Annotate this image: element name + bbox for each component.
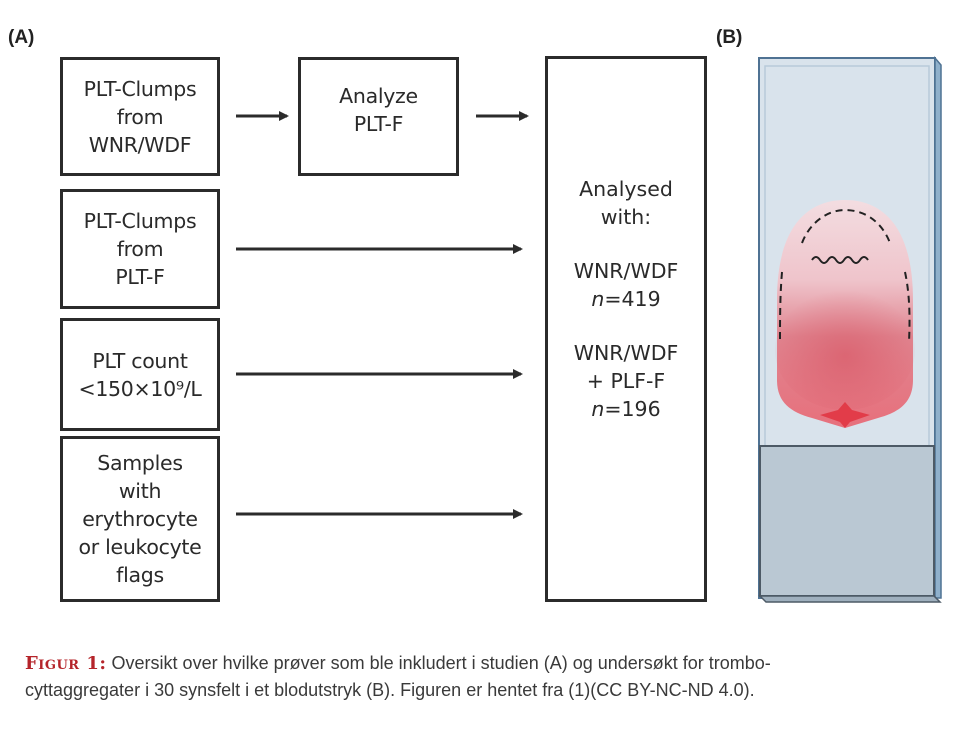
analysed-heading-line1: Analysed (579, 177, 673, 201)
left-edge-outline (779, 271, 783, 343)
input-box-plt-count: PLT count <150×10⁹/L (60, 318, 220, 431)
right-edge-outline (904, 271, 911, 343)
group1-n-value: =419 (604, 287, 661, 311)
input-box-plt-clumps-plt-f: PLT-Clumps from PLT-F (60, 189, 220, 309)
frosted-label-area (759, 445, 935, 597)
input-box-plt-clumps-wnr-wdf: PLT-Clumps from WNR/WDF (60, 57, 220, 176)
panel-b-label: (B) (716, 27, 743, 48)
blood-drop (820, 402, 870, 428)
input-box-text: Samples with erythrocyte or leukocyte fl… (78, 451, 202, 587)
figure-caption: Figur 1: Oversikt over hvilke prøver som… (25, 650, 945, 704)
input-box-text: PLT-Clumps from WNR/WDF (83, 76, 197, 157)
panel-a-label: (A) (8, 27, 35, 48)
group1-method: WNR/WDF (573, 259, 679, 283)
analysed-with-box: Analysed with: WNR/WDF n=419 WNR/WDF + P… (545, 56, 707, 602)
n-symbol: n (591, 397, 605, 421)
group1-count: n=419 (574, 285, 679, 313)
glass-slide-edge (934, 55, 942, 599)
caption-line1: Oversikt over hvilke prøver som ble inkl… (106, 653, 771, 673)
input-box-text: PLT count <150×10⁹/L (78, 348, 202, 401)
smear-dense-region (775, 290, 915, 410)
feathered-edge-outline (801, 208, 891, 244)
analyze-plt-f-text: Analyze PLT-F (339, 83, 418, 136)
analyze-plt-f-box: Analyze PLT-F (298, 57, 459, 176)
n-symbol: n (591, 287, 605, 311)
input-box-text: PLT-Clumps from PLT-F (83, 209, 197, 289)
group2-method-line2: + PLF-F (586, 369, 666, 393)
group2-method-line1: WNR/WDF (573, 341, 679, 365)
analysed-heading-line2: with: (600, 205, 652, 229)
group2-n-value: =196 (604, 397, 661, 421)
wavy-line-marker (811, 256, 869, 264)
caption-line2: cyttaggregater i 30 synsfelt i et blodut… (25, 680, 755, 700)
analysed-with-content: Analysed with: WNR/WDF n=419 WNR/WDF + P… (574, 175, 679, 423)
figure-label: Figur 1: (25, 653, 107, 674)
frosted-bottom-edge (758, 595, 942, 603)
input-box-samples-with-flags: Samples with erythrocyte or leukocyte fl… (60, 436, 220, 602)
group2-count: n=196 (574, 395, 679, 423)
blood-smear-slide-illustration (758, 55, 942, 603)
